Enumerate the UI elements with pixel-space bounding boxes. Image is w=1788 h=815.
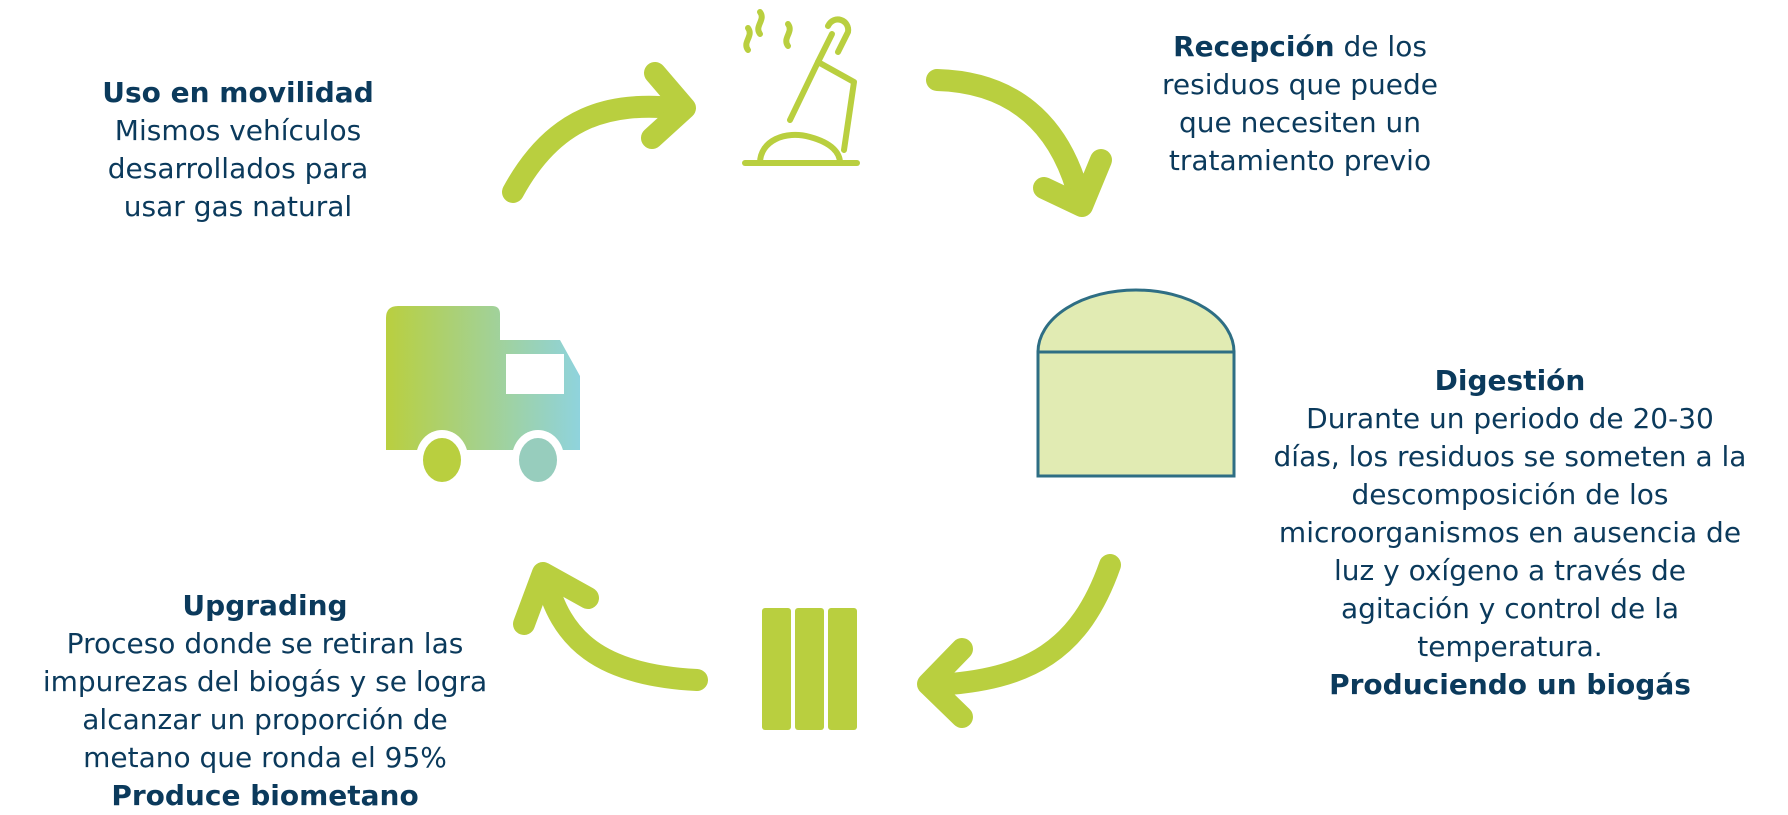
uso-line-2: desarrollados para [107,152,369,185]
recepcion-title-suffix: de los [1334,30,1427,63]
digestion-title: Digestión [1434,364,1586,397]
cycle-arrow-top-right [926,69,1112,217]
recepcion-line-1: residuos que puede [1161,68,1439,101]
uso-title: Uso en movilidad [102,76,374,109]
digestion-result: Produciendo un biogás [1329,668,1691,701]
digestion-line-5: luz y oxígeno a través de [1334,554,1686,587]
digestion-line-4: microorganismos en ausencia de [1278,516,1742,549]
recepcion-first-line: Recepción de los [1100,28,1500,66]
digestion-line-3: descomposición de los [1351,478,1669,511]
upgrading-line-2: impurezas del biogás y se logra [42,665,488,698]
cycle-arrow-bottom-right [917,554,1121,728]
upgrading-text: Upgrading Proceso donde se retiran las i… [0,587,530,815]
uso-line-1: Mismos vehículos [114,114,362,147]
upgrading-result: Produce biometano [111,779,419,812]
cycle-arrow-top-left [502,62,696,203]
digestion-line-6: agitación y control de la [1340,592,1680,625]
cycle-arrow-bottom-left [513,562,708,691]
upgrading-columns-icon [762,608,857,730]
digestion-line-7: temperatura. [1417,630,1603,663]
upgrading-line-3: alcanzar un proporción de [82,703,448,736]
recepcion-line-3: tratamiento previo [1168,144,1432,177]
digestion-line-1: Durante un periodo de 20-30 [1306,402,1714,435]
upgrading-line-4: metano que ronda el 95% [83,741,447,774]
recepcion-title: Recepción [1173,30,1335,63]
uso-en-movilidad-text: Uso en movilidad Mismos vehículos desarr… [38,74,438,226]
digestion-text: Digestión Durante un periodo de 20-30 dí… [1235,362,1785,704]
uso-line-3: usar gas natural [123,190,353,223]
truck-icon [386,306,580,486]
upgrading-line-1: Proceso donde se retiran las [66,627,464,660]
digestion-line-2: días, los residuos se someten a la [1273,440,1747,473]
shovel-soil-icon [742,9,860,166]
recepcion-line-2: que necesiten un [1179,106,1421,139]
upgrading-title: Upgrading [182,589,348,622]
digester-tank-icon [1036,288,1236,478]
recepcion-text: Recepción de los residuos que puede que … [1100,28,1500,180]
